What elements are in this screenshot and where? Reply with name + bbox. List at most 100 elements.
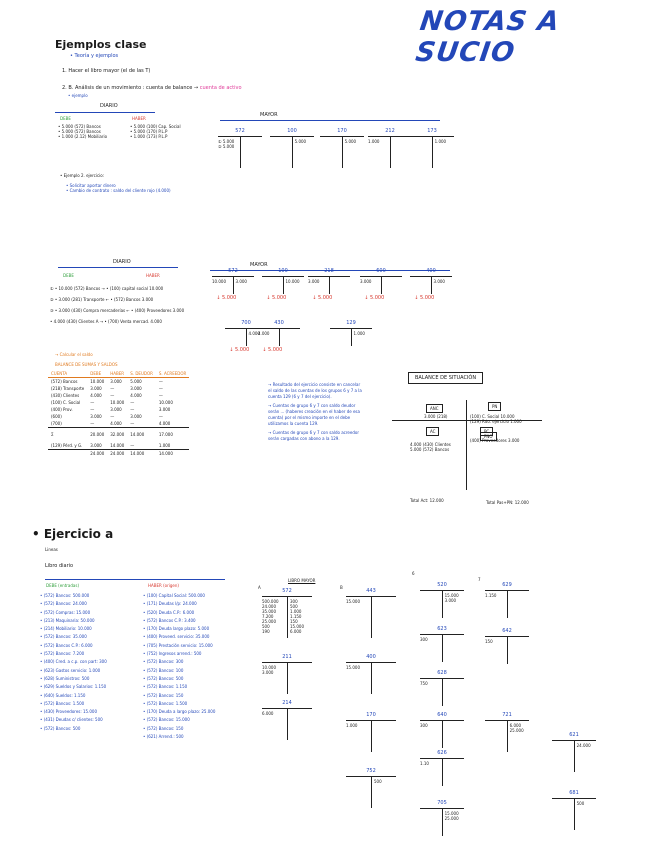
t-account-stem	[574, 798, 575, 830]
journal-credit-line: • (100) Capital Social: 500.000	[143, 592, 215, 600]
t-account-stem	[246, 328, 247, 346]
t-account-name: 400	[410, 268, 452, 274]
t-account-name: 626	[420, 750, 464, 756]
t-account-credit: 5.000	[345, 139, 356, 144]
t-account-debit: 1.150	[485, 593, 496, 598]
situation-line: (400) Proveedores 3.000	[470, 438, 519, 443]
balance-cell: (129) Pérd. y G.	[48, 438, 87, 450]
t-account: 640300	[420, 712, 464, 748]
t-account: 2121.000	[368, 128, 412, 168]
t-account: 1701.000	[346, 712, 396, 752]
mayor-bracket	[220, 120, 440, 121]
balance-header: HABER	[107, 370, 127, 378]
balance-cell: 32.000	[107, 428, 127, 439]
page-title: NOTAS A SUCIO	[414, 6, 655, 68]
section1-note2: 2. B. Análisis de un movimiento : cuenta…	[62, 85, 242, 91]
t-account-stem	[390, 136, 391, 168]
balance-cell: 3.000	[107, 406, 127, 413]
balance-cell: 14.000	[156, 450, 189, 458]
section3-heading: • Ejercicio a	[32, 527, 113, 541]
t-account-stem	[351, 328, 352, 346]
t-account-stem	[442, 808, 443, 836]
journal-credit-line: • 1.000 (173) P.L.P	[130, 134, 181, 139]
journal-debit-line: • (572) Bancos C.P.: 6.000	[40, 642, 107, 650]
section1-note1: 1. Hacer el libro mayor (el de las T)	[62, 68, 150, 74]
balance-cell: —	[107, 413, 127, 420]
t-account-debit: 4.000	[258, 331, 269, 336]
balance-cell: 3.000	[127, 413, 156, 420]
situation-title: BALANCE DE SITUACIÓN	[408, 372, 483, 384]
balance-header: DEBE	[87, 370, 107, 378]
journal-debit-line: • (572) Bancos: 35.000	[40, 633, 107, 641]
balance-cell: 4.000	[107, 420, 127, 428]
t-account-name: 170	[320, 128, 364, 134]
t-account-result: ↓ 5.000	[229, 347, 249, 353]
balance-cell: 10.000	[107, 399, 127, 406]
balance-row: (100) C. Social—10.000—10.000	[48, 399, 189, 406]
t-account-debit: 3.000	[308, 279, 319, 284]
section1-mayor-label: MAYOR	[260, 112, 278, 118]
t-account-name: 443	[346, 588, 396, 594]
situation-anc-lines: 3.000 (218)	[424, 414, 447, 419]
note-paragraph: → Cuentas de grupo 6 y 7 con saldo acree…	[268, 430, 363, 442]
t-account-stem	[287, 596, 288, 638]
journal-credit-line: • (572) Bancos: 100	[143, 667, 215, 675]
t-account-name: 100	[270, 128, 314, 134]
balance-row: (218) Transporte3.000—3.000—	[48, 385, 189, 392]
t-account-name: 681	[552, 790, 596, 796]
t-account-debit: 10.000	[212, 279, 226, 284]
section1-exercise-label: • Ejemplo 2. ejercicio:	[60, 173, 104, 178]
journal-credit-line: • (170) Deuda a largo plazo: 25.000	[143, 708, 215, 716]
t-account-name: 218	[308, 268, 350, 274]
section1-note2-text: 2. B. Análisis de un movimiento : cuenta…	[62, 85, 198, 91]
t-account: 57210.0003.000↓ 5.000	[212, 268, 254, 294]
balance-cell: 3.000	[156, 406, 189, 413]
balance-cell: —	[107, 385, 127, 392]
balance-header: CUENTA	[48, 370, 87, 378]
section1-heading: Ejemplos clase	[55, 38, 147, 51]
section1-sub: • Teoría y ejemplos	[70, 53, 118, 59]
situation-vline	[466, 400, 467, 490]
journal-credit-line: • (621) Arrend.: 500	[143, 733, 215, 741]
section1-note2-sub: • ejemplo	[68, 93, 88, 98]
balance-cell: (430) Clientes	[48, 392, 87, 399]
balance-row: (572) Bancos10.0003.0005.000—	[48, 378, 189, 386]
t-account-result: ↓ 5.000	[312, 295, 332, 301]
balance-cell: 10.000	[156, 399, 189, 406]
section3-debe-lines: • (572) Bancos: 500.000• (572) Bancos: 2…	[40, 592, 107, 733]
balance-cell: 3.000	[87, 413, 107, 420]
balance-cell: 4.000	[87, 392, 107, 399]
balance-cell: 14.000	[127, 450, 156, 458]
diario3-bracket	[45, 579, 225, 580]
t-account: 623300	[420, 626, 464, 662]
t-account: 1005.000	[270, 128, 314, 168]
section3-sub1: Lineas	[45, 547, 58, 552]
t-account: 628750	[420, 670, 464, 706]
t-account-stem	[240, 136, 241, 168]
t-account-debit: 750	[420, 681, 428, 686]
section1-diario-label: DIARIO	[100, 103, 118, 109]
t-account-stem	[342, 136, 343, 168]
journal-entry: ③ • 3.000 (430) Compra mercaderías ← • (…	[50, 305, 184, 316]
journal-debit-line: • (572) Compras: 15.000	[40, 609, 107, 617]
journal-credit-line: • (572) Bancos: 150	[143, 692, 215, 700]
section2-calc-label: → Calcular el saldo	[55, 352, 93, 357]
balance-cell: 4.000	[156, 420, 189, 428]
t-account-stem	[507, 720, 508, 752]
account-group-label: 7	[478, 577, 481, 582]
journal-credit-line: • (572) Bancos C.P.: 3.400	[143, 617, 215, 625]
note-paragraph: → Cuentas de grupo 6 y 7 con saldo deudo…	[268, 403, 363, 427]
balance-cell: —	[87, 399, 107, 406]
t-account-name: 721	[485, 712, 529, 718]
t-account: 642150	[485, 628, 529, 664]
section1-haber-lines: • 5.000 (100) Cap. Social• 5.000 (170) P…	[130, 124, 181, 139]
balance-cell: 24.000	[87, 450, 107, 458]
balance-cell: (572) Bancos	[48, 378, 87, 386]
section1-exercise-lines: • Solicitar aportar dinero• Cambio de co…	[66, 183, 171, 193]
